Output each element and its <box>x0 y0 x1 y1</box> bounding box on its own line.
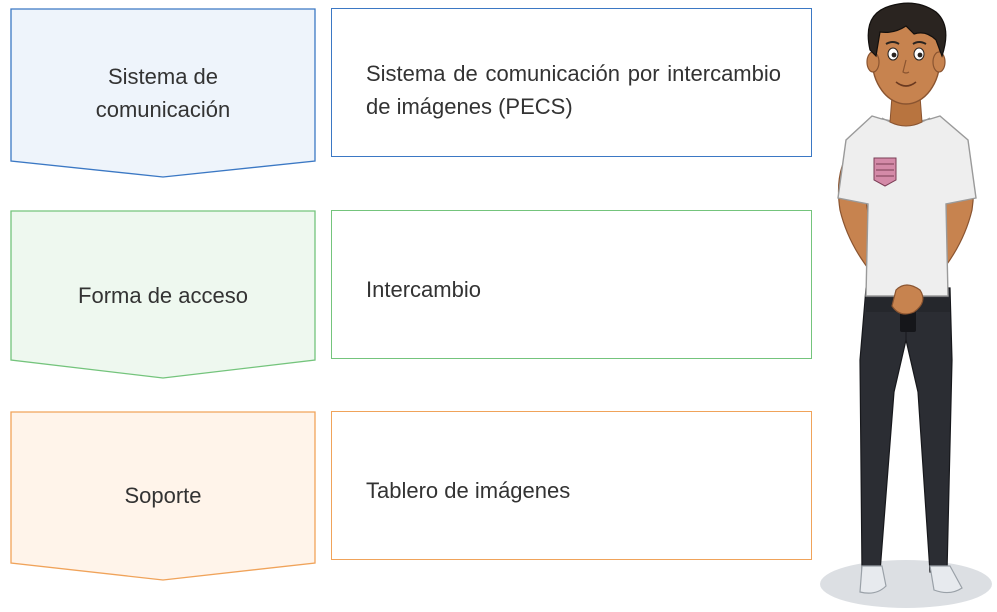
label-chevron-soporte: Soporte <box>10 411 316 581</box>
chevron-shape <box>10 210 316 379</box>
row-value-acceso: Intercambio <box>366 277 481 302</box>
row-value-soporte: Tablero de imágenes <box>366 478 571 503</box>
row-label-sistema: Sistema de comunicación <box>95 64 231 122</box>
chevron-shape <box>10 8 316 178</box>
label-chevron-acceso: Forma de acceso <box>10 210 316 380</box>
value-box-sistema: Sistema de comunicación por intercambio … <box>331 8 812 157</box>
row-label-acceso: Forma de acceso <box>78 283 248 308</box>
row-value-sistema: Sistema de comunicación por intercambio … <box>366 61 781 119</box>
young-man-standing-icon <box>820 2 992 608</box>
chevron-shape <box>10 411 316 581</box>
row-label-soporte: Soporte <box>124 483 202 508</box>
label-chevron-sistema: Sistema de comunicación <box>10 8 316 178</box>
value-box-acceso: Intercambio <box>331 210 812 359</box>
value-box-soporte: Tablero de imágenes <box>331 411 812 560</box>
